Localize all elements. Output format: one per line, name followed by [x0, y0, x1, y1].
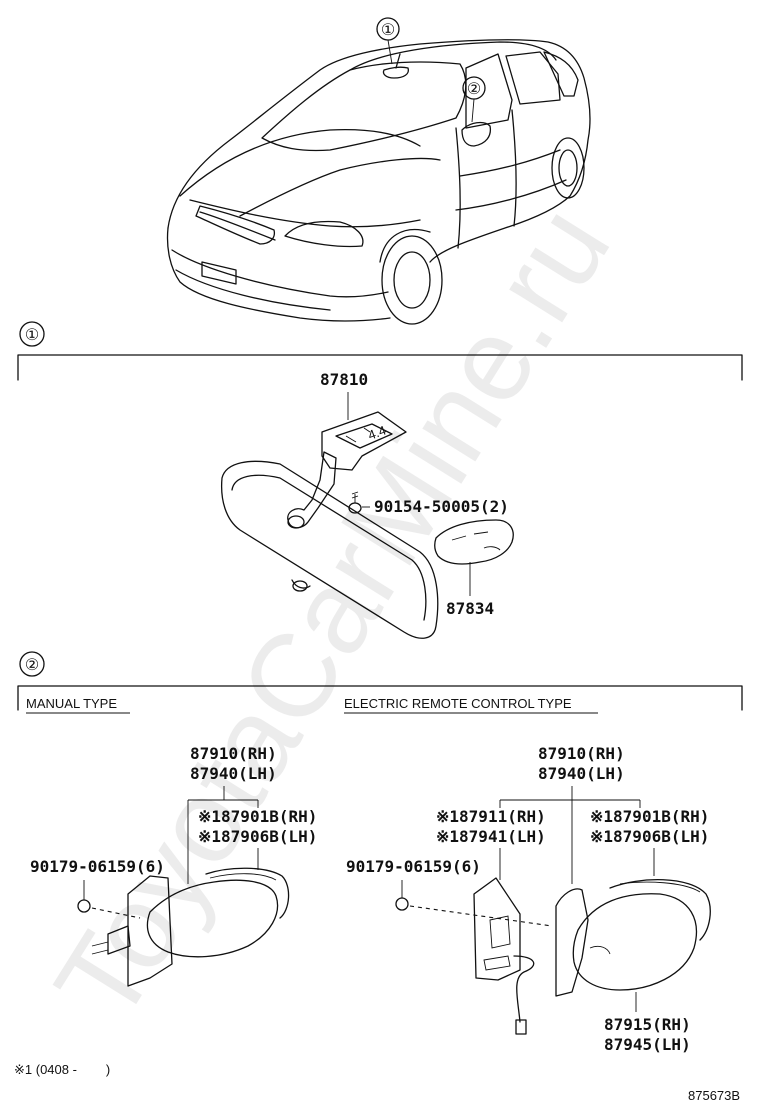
electric-assy-rh: 87910(RH) [538, 744, 625, 763]
svg-text:4.4: 4.4 [366, 423, 388, 443]
electric-type-title: ELECTRIC REMOTE CONTROL TYPE [344, 696, 572, 711]
section-1-inner-mirror: ① 87810 4.4 90154-50005(2) 87834 [17, 321, 743, 639]
part-label-90154-50005: 90154-50005(2) [374, 497, 509, 516]
car-inner-mirror [382, 66, 410, 79]
electric-cover-rh: ※187911(RH) [436, 807, 546, 826]
electric-mirror-housing [572, 893, 698, 991]
electric-assy-lh: 87940(LH) [538, 764, 625, 783]
section-1-bracket [17, 354, 743, 381]
car-illustration: ① ② [166, 17, 591, 325]
section-2-outer-mirror: ② MANUAL TYPE 87910(RH) 87940(LH) ※18790… [17, 651, 743, 1054]
section-1-marker: ① [25, 327, 39, 344]
footnote: ※1 (0408 - ) [14, 1062, 110, 1077]
section-2-marker-circle [19, 651, 45, 677]
electric-motor-lh: 87945(LH) [604, 1035, 691, 1054]
electric-glass-rh: ※187901B(RH) [590, 807, 709, 826]
section-1-marker-circle [19, 321, 45, 347]
electric-screw-label: 90179-06159(6) [346, 857, 481, 876]
license-plate [201, 261, 237, 285]
part-label-87810: 87810 [320, 370, 368, 389]
inner-mirror-body [220, 460, 439, 639]
electric-glass-lh: ※187906B(LH) [590, 827, 709, 846]
electric-screw-icon [395, 897, 409, 911]
watermark: ToyotaCarMine.ru [30, 184, 635, 1044]
mirror-mount-bracket [321, 411, 407, 471]
rear-wheel [551, 137, 585, 199]
manual-glass-rh: ※187901B(RH) [198, 807, 317, 826]
electric-cover-lh: ※187941(LH) [436, 827, 546, 846]
manual-assy-rh: 87910(RH) [190, 744, 277, 763]
part-label-87834: 87834 [446, 599, 494, 618]
front-wheel [381, 235, 443, 325]
car-side-mirror [461, 121, 492, 147]
figure-id: 875673B [688, 1088, 740, 1103]
section-2-marker: ② [25, 657, 39, 674]
manual-screw-icon [77, 899, 91, 913]
manual-glass-lh: ※187906B(LH) [198, 827, 317, 846]
manual-screw-label: 90179-06159(6) [30, 857, 165, 876]
section-2-bracket [17, 685, 743, 711]
manual-assy-lh: 87940(LH) [190, 764, 277, 783]
manual-mirror-base [127, 875, 173, 987]
electric-mirror-base [473, 877, 521, 981]
electric-mirror-arm [555, 888, 589, 997]
wire-harness [513, 955, 535, 1023]
mirror-cover-87834 [434, 519, 514, 565]
callout-2-number: ② [467, 81, 481, 98]
manual-mirror-housing [146, 879, 279, 958]
electric-motor-rh: 87915(RH) [604, 1015, 691, 1034]
manual-type-title: MANUAL TYPE [26, 696, 117, 711]
callout-1-number: ① [381, 22, 395, 39]
